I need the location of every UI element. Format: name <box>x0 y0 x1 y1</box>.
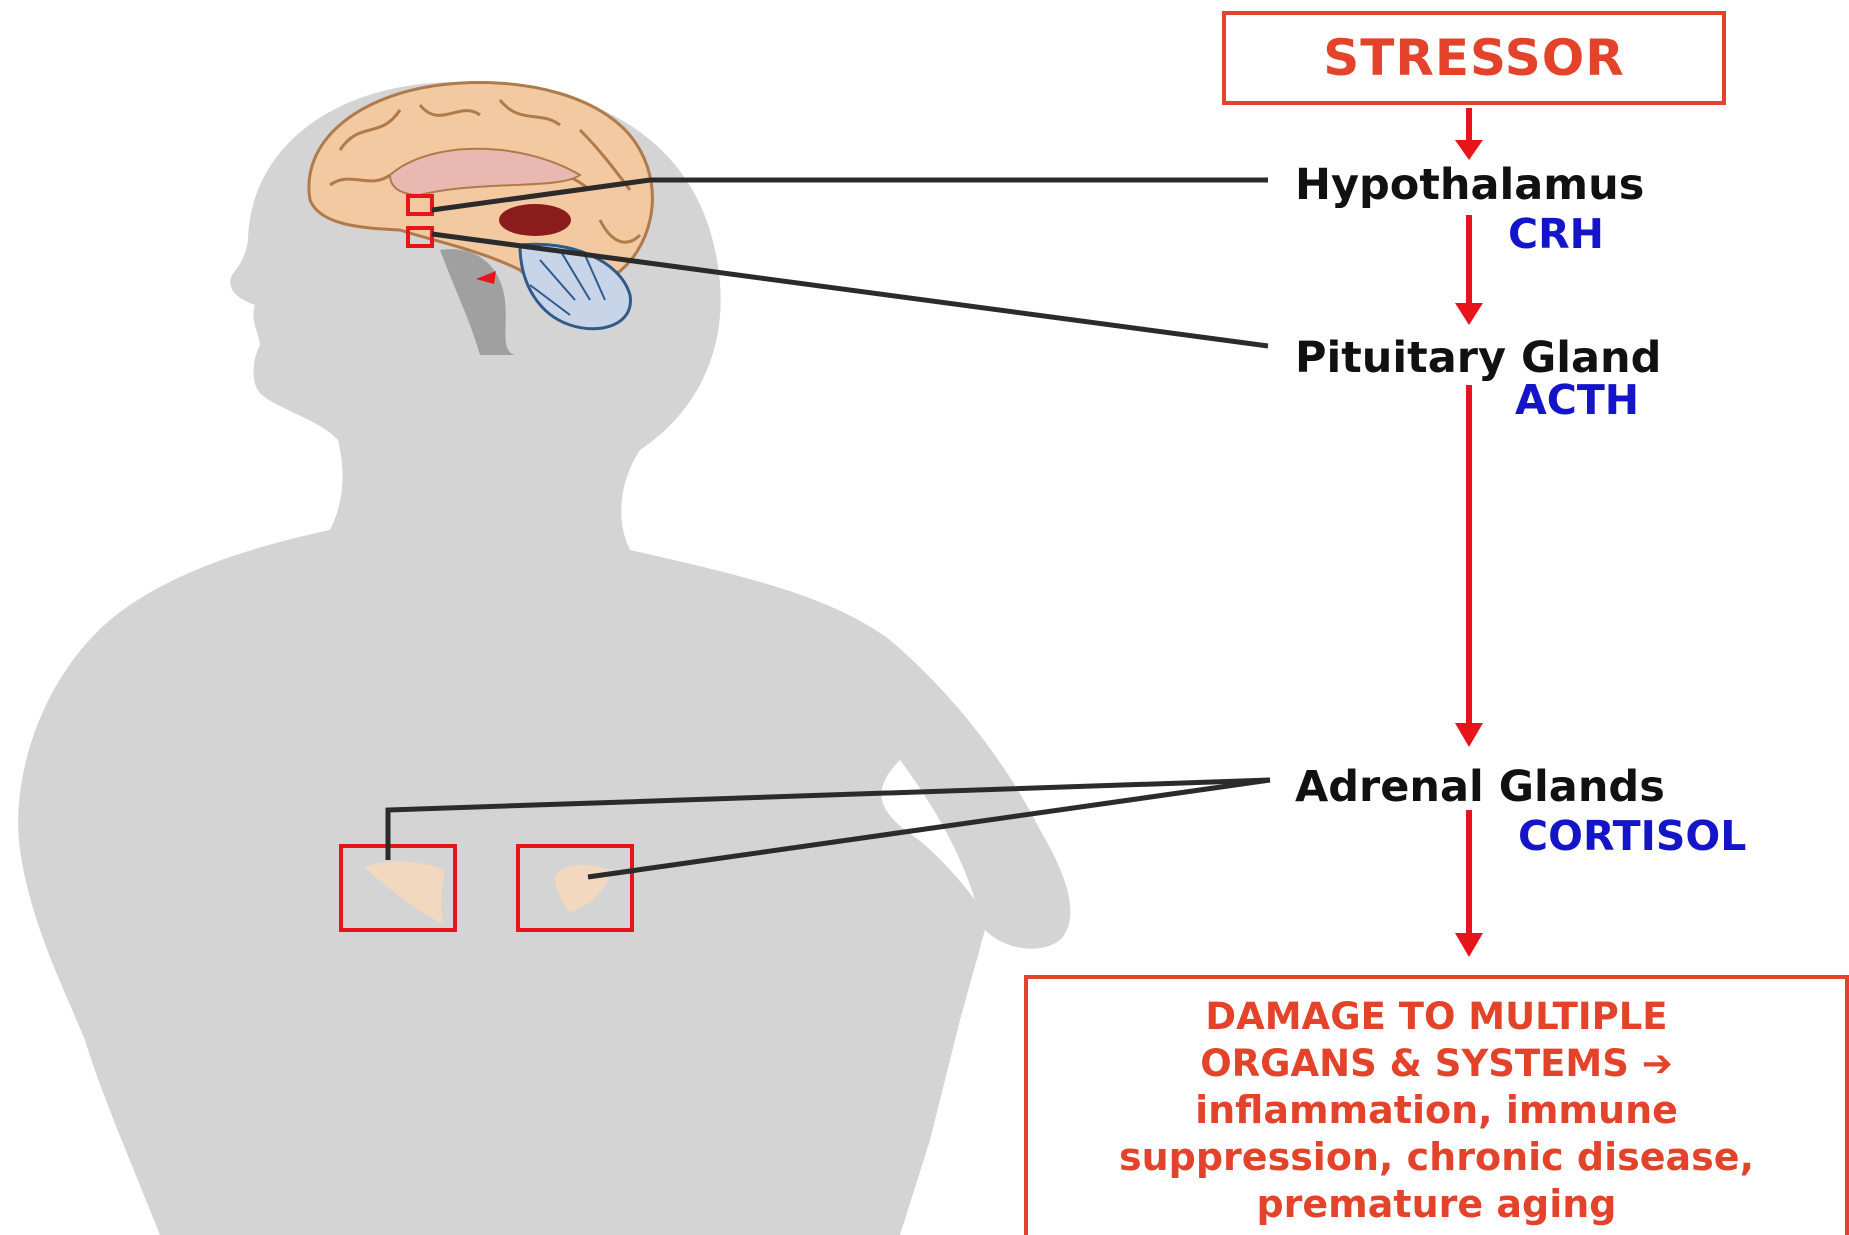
acth-hormone-label: ACTH <box>1515 376 1639 424</box>
hypothalamus-label: Hypothalamus <box>1295 160 1644 210</box>
outcome-line-5: premature aging <box>1028 1181 1845 1228</box>
outcome-line-4: suppression, chronic disease, <box>1028 1134 1845 1181</box>
crh-hormone-label: CRH <box>1508 210 1604 258</box>
outcome-effects-3: premature aging <box>1256 1182 1616 1226</box>
flow-arrows <box>1455 108 1483 957</box>
outcome-box: DAMAGE TO MULTIPLE ORGANS & SYSTEMS ➔ in… <box>1024 975 1849 1235</box>
outcome-line-1: DAMAGE TO MULTIPLE <box>1028 993 1845 1040</box>
adrenal-glands-label: Adrenal Glands <box>1295 762 1665 812</box>
right-arrow-icon: ➔ <box>1642 1042 1673 1085</box>
outcome-line-3: inflammation, immune <box>1028 1087 1845 1134</box>
stressor-box: STRESSOR <box>1222 11 1726 105</box>
outcome-heading-1: DAMAGE TO MULTIPLE <box>1205 995 1667 1038</box>
thalamus <box>499 204 571 236</box>
outcome-effects-2: suppression, chronic disease, <box>1119 1135 1754 1179</box>
outcome-heading-2: ORGANS & SYSTEMS <box>1200 1042 1629 1085</box>
outcome-line-2: ORGANS & SYSTEMS ➔ <box>1028 1040 1845 1087</box>
outcome-effects-1: inflammation, immune <box>1195 1088 1678 1132</box>
stressor-label: STRESSOR <box>1323 29 1625 87</box>
cortisol-hormone-label: CORTISOL <box>1518 812 1746 860</box>
